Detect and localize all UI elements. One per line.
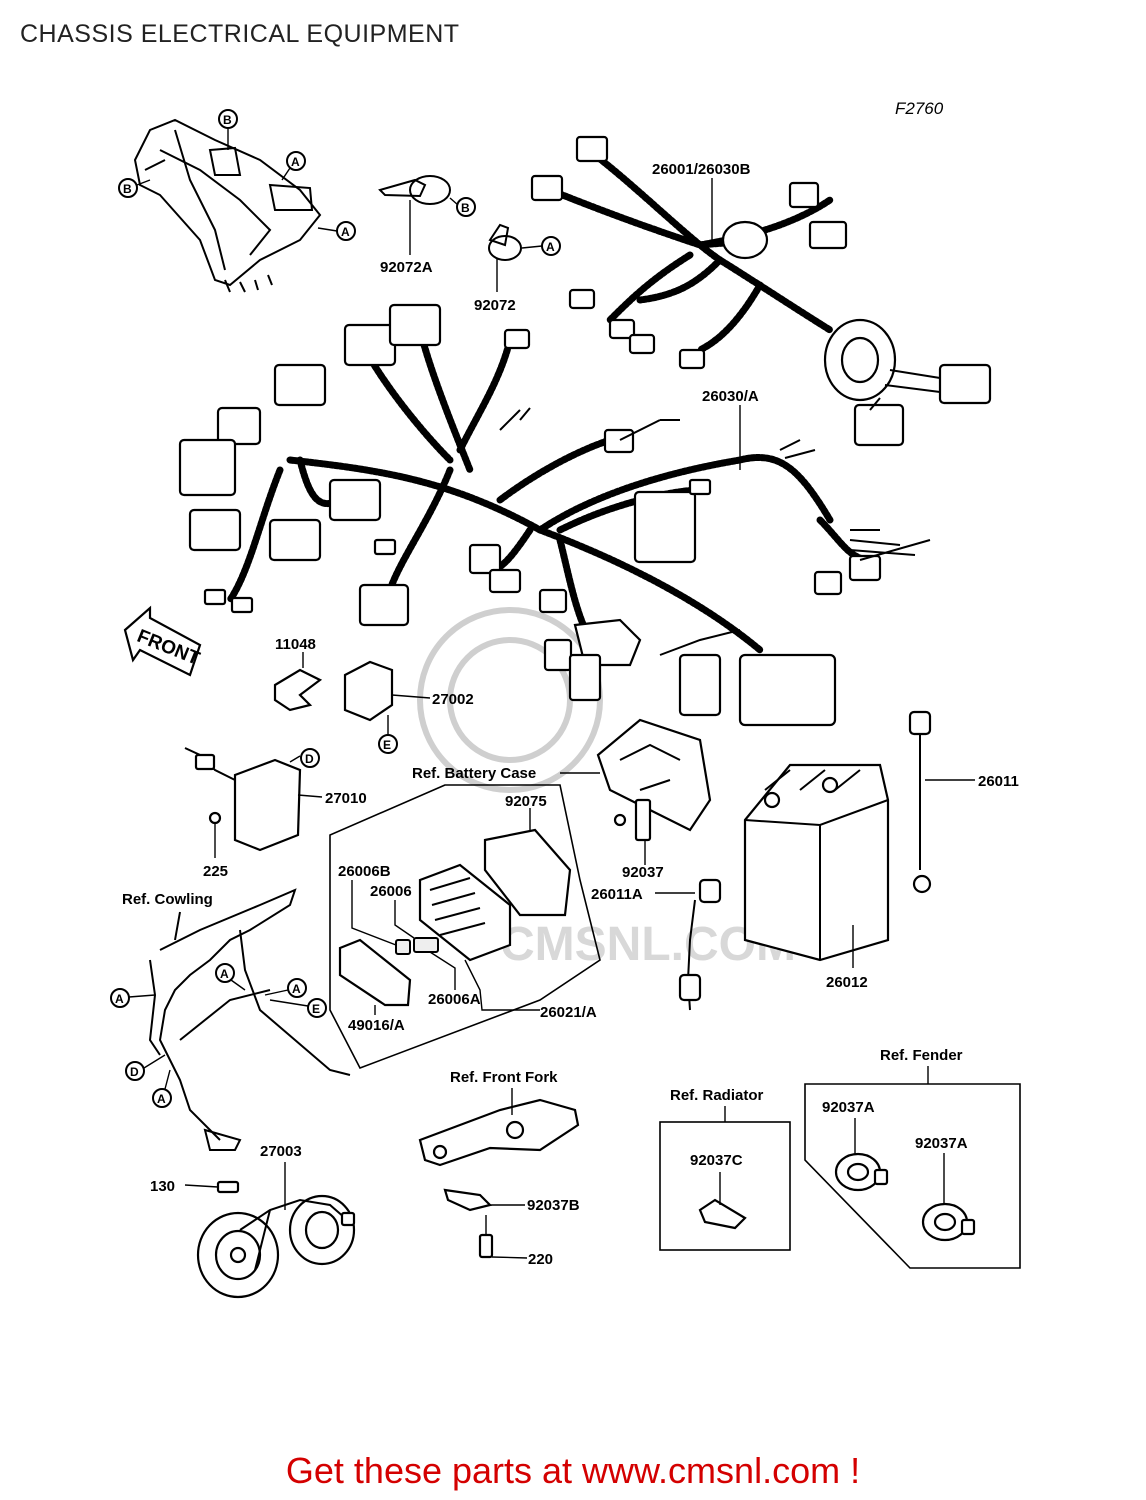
circle-a-5: A	[287, 978, 307, 998]
svg-text:D: D	[130, 1065, 139, 1079]
harness-26001	[530, 135, 992, 447]
fuse-box-26021a	[418, 863, 540, 1011]
label-26001: 26001/26030B	[652, 161, 751, 178]
cable-26011	[908, 710, 975, 894]
fuse-26006b	[351, 880, 411, 955]
ref-front-fork: Ref. Front Fork	[450, 1069, 558, 1086]
bolt-130	[184, 1180, 240, 1194]
svg-text:A: A	[546, 240, 555, 254]
figure-code: F2760	[895, 99, 944, 118]
circle-a-6: A	[152, 1088, 172, 1108]
clamp-92037a-2	[921, 1153, 976, 1242]
relay-27002: E	[343, 660, 431, 754]
label-26006b: 26006B	[338, 863, 391, 880]
svg-text:A: A	[291, 155, 300, 169]
battery-bracket	[596, 718, 712, 865]
svg-text:E: E	[312, 1002, 320, 1016]
label-26012: 26012	[826, 974, 868, 991]
label-26006: 26006	[370, 883, 412, 900]
label-220: 220	[528, 1251, 553, 1268]
band-92075	[483, 808, 572, 917]
front-arrow: FRONT	[123, 605, 203, 677]
radiator-box	[659, 1121, 791, 1251]
harness-26030a	[178, 303, 931, 727]
label-49016a: 49016/A	[348, 1017, 405, 1034]
circle-e-2: E	[307, 998, 327, 1018]
label-92037a-2: 92037A	[915, 1135, 968, 1152]
ref-radiator: Ref. Radiator	[670, 1087, 764, 1104]
footer-text[interactable]: Get these parts at www.cmsnl.com !	[285, 1450, 861, 1491]
label-92037b: 92037B	[527, 1197, 580, 1214]
circle-d-2: D	[125, 1061, 145, 1081]
svg-text:B: B	[223, 113, 232, 127]
cable-26011a	[655, 878, 722, 1011]
label-92072a: 92072A	[380, 259, 433, 276]
label-26011a: 26011A	[591, 886, 643, 903]
label-225: 225	[203, 863, 228, 880]
fender-box	[804, 1083, 1021, 1269]
ref-fender: Ref. Fender	[880, 1047, 963, 1064]
footer-link[interactable]: Get these parts at www.cmsnl.com !	[0, 1450, 1146, 1492]
label-92075: 92075	[505, 793, 547, 810]
svg-text:A: A	[341, 225, 350, 239]
clamp-92037a-1	[834, 1118, 889, 1192]
label-92037: 92037	[622, 864, 664, 881]
ref-cowling: Ref. Cowling	[122, 891, 213, 908]
label-26030a: 26030/A	[702, 388, 759, 405]
fuse-26006a	[429, 951, 456, 990]
label-26021a: 26021/A	[540, 1004, 597, 1021]
cowling-stay	[148, 888, 351, 1151]
bracket-11048	[273, 652, 323, 712]
label-130: 130	[150, 1178, 175, 1195]
clamp-92037c	[698, 1198, 747, 1230]
label-92037a-1: 92037A	[822, 1099, 875, 1116]
circle-a-2: A	[336, 221, 356, 241]
regulator-27010: D	[184, 747, 323, 858]
circle-b-2: B	[118, 178, 138, 198]
svg-text:A: A	[220, 967, 229, 981]
svg-text:D: D	[305, 752, 314, 766]
page-title: CHASSIS ELECTRICAL EQUIPMENT	[20, 20, 460, 48]
circle-b-1: B	[218, 109, 238, 129]
cover-49016a	[338, 938, 412, 1015]
label-92037c: 92037C	[690, 1152, 743, 1169]
frame-illustration	[133, 118, 322, 293]
svg-text:A: A	[115, 992, 124, 1006]
label-27002: 27002	[432, 691, 474, 708]
label-27010: 27010	[325, 790, 367, 807]
svg-text:B: B	[461, 201, 470, 215]
label-26006a: 26006A	[428, 991, 481, 1008]
svg-text:A: A	[157, 1092, 166, 1106]
svg-text:A: A	[292, 982, 301, 996]
circle-a-3: A	[110, 988, 130, 1008]
label-11048: 11048	[275, 636, 316, 653]
horn-27003	[196, 1162, 356, 1299]
battery-26012	[743, 763, 890, 968]
fuse-26006	[394, 900, 439, 953]
label-26011: 26011	[978, 773, 1019, 790]
circle-a-1: A	[286, 151, 306, 171]
svg-text:E: E	[383, 738, 391, 752]
ref-battery-case: Ref. Battery Case	[412, 765, 536, 782]
label-27003: 27003	[260, 1143, 302, 1160]
svg-text:B: B	[123, 182, 132, 196]
cable-tie-92072: A	[488, 223, 561, 292]
circle-a-4: A	[215, 963, 235, 983]
front-fork-bracket	[418, 1088, 580, 1259]
cable-tie-92072a: B	[378, 175, 476, 255]
label-92072: 92072	[474, 297, 516, 314]
